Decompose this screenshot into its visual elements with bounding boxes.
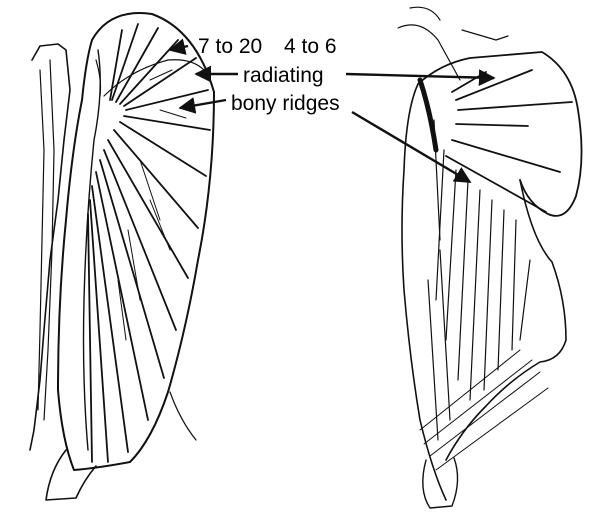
arrow-bony-ridges-right xyxy=(352,112,470,182)
left-bone-illustration xyxy=(30,13,214,500)
label-radiating: radiating xyxy=(243,64,324,87)
arrow-radiating-right xyxy=(346,74,494,78)
right-bone-illustration xyxy=(398,7,582,508)
label-4-to-6: 4 to 6 xyxy=(284,35,337,58)
label-7-to-20: 7 to 20 xyxy=(198,35,262,58)
arrow-bony-ridges-left xyxy=(180,100,226,108)
label-bony-ridges: bony ridges xyxy=(231,92,340,115)
